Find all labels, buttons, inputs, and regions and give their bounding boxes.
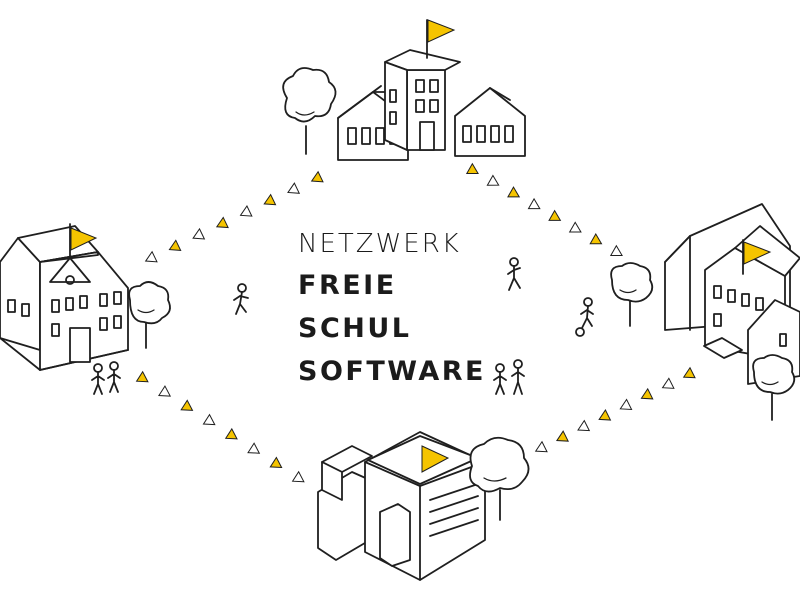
connection-top-to-left <box>144 170 324 263</box>
connection-arrow <box>247 442 261 454</box>
tree-icon <box>610 262 654 327</box>
connection-arrow <box>640 387 654 400</box>
connection-left-to-bottom <box>135 370 305 483</box>
connection-arrow <box>224 427 238 440</box>
connection-arrow <box>215 216 229 229</box>
connection-arrow <box>661 377 675 389</box>
flag-icon <box>426 19 456 59</box>
connection-arrow <box>555 430 569 442</box>
tree-icon <box>128 281 171 349</box>
connection-top-to-right <box>465 162 623 256</box>
connection-arrow <box>202 413 216 426</box>
connection-arrow <box>534 440 548 453</box>
logo-line-software: SOFTWARE <box>298 356 486 387</box>
school-building-right <box>610 203 800 421</box>
connection-arrow <box>180 399 194 411</box>
logo-line-netzwerk: NETZWERK <box>298 229 461 259</box>
connection-arrow <box>168 239 182 251</box>
connection-arrow <box>598 409 612 421</box>
connection-arrow <box>291 470 305 483</box>
connection-arrow <box>135 370 149 383</box>
connection-arrow <box>589 233 603 245</box>
ball-icon <box>575 327 585 337</box>
person-group-right <box>493 359 525 395</box>
school-building-top <box>282 19 526 161</box>
connection-arrow <box>239 205 253 217</box>
connection-arrow <box>269 456 283 469</box>
connection-arrow <box>287 182 301 194</box>
connection-arrow <box>158 385 172 397</box>
connection-arrow <box>682 366 696 379</box>
connection-arrow <box>619 398 633 411</box>
tree-icon <box>282 67 337 155</box>
connection-arrow <box>465 162 479 174</box>
connection-arrow <box>486 174 500 186</box>
connection-arrow <box>144 250 158 263</box>
connection-arrow <box>192 227 206 240</box>
person-icon <box>233 283 249 315</box>
connection-arrow <box>609 244 623 256</box>
connection-arrow <box>527 197 541 210</box>
flag-icon <box>421 445 450 473</box>
connection-arrow <box>310 170 324 183</box>
flag-icon <box>742 239 772 275</box>
logo-line-freie: FREIE <box>298 270 397 301</box>
person-icon <box>580 297 594 329</box>
flag-icon <box>69 223 98 257</box>
connection-arrow <box>507 186 521 198</box>
connection-arrow <box>263 193 277 206</box>
school-building-left <box>0 223 171 371</box>
school-building-bottom <box>317 431 530 581</box>
logo-line-schul: SCHUL <box>298 313 412 344</box>
connection-arrow <box>568 221 582 233</box>
tree-icon <box>752 354 796 421</box>
person-icon <box>507 257 521 291</box>
connection-arrow <box>577 419 591 432</box>
connection-right-to-bottom <box>534 366 696 453</box>
person-group-left <box>91 361 121 395</box>
connection-arrow <box>548 209 562 221</box>
tree-icon <box>469 436 530 521</box>
